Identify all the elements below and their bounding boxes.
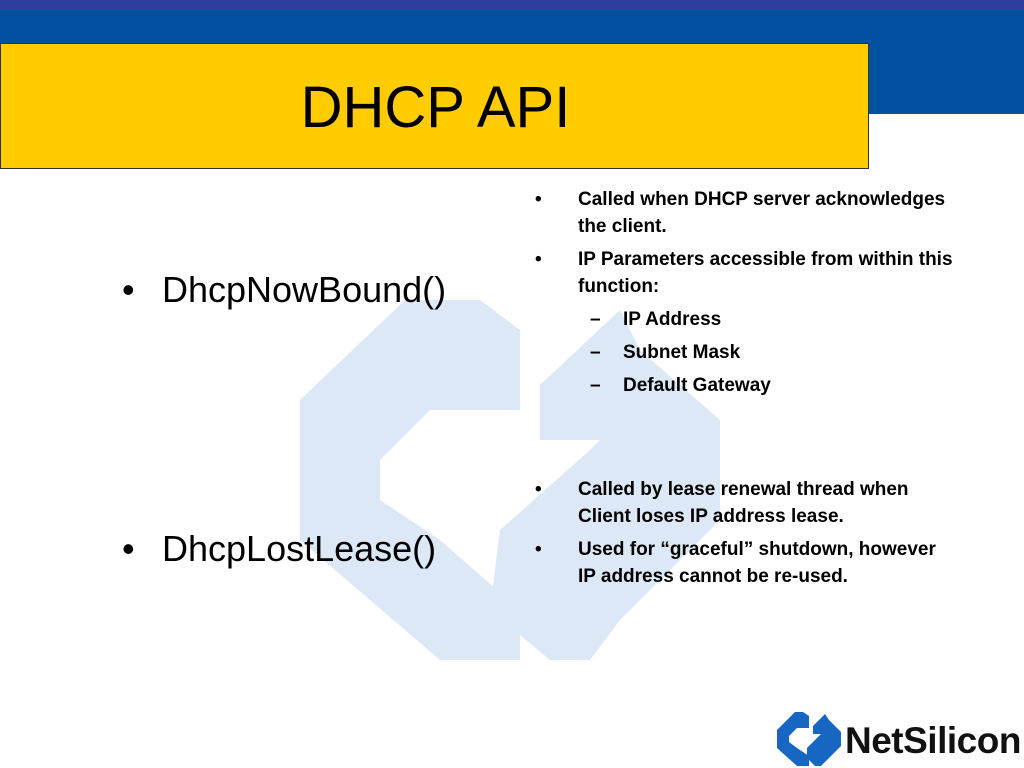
sub-item-text: Default Gateway <box>623 375 771 396</box>
netsilicon-logo-icon <box>777 712 841 766</box>
description-text: Called when DHCP server acknowledges the… <box>578 189 946 237</box>
top-band-thin <box>0 0 1024 9</box>
netsilicon-watermark-icon <box>300 300 720 660</box>
sub-item-text: Subnet Mask <box>623 342 741 363</box>
watermark-left-shape <box>300 300 520 660</box>
sub-item-subnet-mask: – Subnet Mask <box>535 339 955 366</box>
lost-lease-description: • Called by lease renewal thread when Cl… <box>535 476 955 596</box>
bullet-dot: • <box>122 269 135 310</box>
netsilicon-logo: NetSilicon <box>775 708 1021 768</box>
slide-title: DHCP API <box>300 74 571 140</box>
bullet-dot: • <box>535 189 542 210</box>
watermark-right-shape <box>490 310 720 660</box>
logo-text: NetSilicon <box>845 720 1021 761</box>
description-text: IP Parameters accessible from within thi… <box>578 249 953 297</box>
bullet-dot: • <box>535 539 542 560</box>
description-text: Called by lease renewal thread when Clie… <box>578 479 909 527</box>
dash-marker: – <box>590 375 601 396</box>
function-item-lost-lease: • DhcpLostLease() <box>122 528 436 570</box>
description-item: • Used for “graceful” shutdown, however … <box>535 536 955 590</box>
dash-marker: – <box>590 342 601 363</box>
function-name: DhcpNowBound() <box>162 269 447 310</box>
dash-marker: – <box>590 309 601 330</box>
now-bound-description: • Called when DHCP server acknowledges t… <box>535 186 955 405</box>
bullet-dot: • <box>535 249 542 270</box>
sub-item-default-gateway: – Default Gateway <box>535 372 955 399</box>
sub-item-ip-address: – IP Address <box>535 306 955 333</box>
bullet-dot: • <box>535 479 542 500</box>
description-item: • IP Parameters accessible from within t… <box>535 246 955 300</box>
function-item-now-bound: • DhcpNowBound() <box>122 269 446 311</box>
function-name: DhcpLostLease() <box>162 528 437 569</box>
description-item: • Called when DHCP server acknowledges t… <box>535 186 955 240</box>
description-item: • Called by lease renewal thread when Cl… <box>535 476 955 530</box>
description-text: Used for “graceful” shutdown, however IP… <box>578 539 936 587</box>
logo-left-shape <box>777 712 809 766</box>
title-box: DHCP API <box>0 43 869 169</box>
logo-right-shape <box>807 714 841 766</box>
bullet-dot: • <box>122 528 135 569</box>
sub-item-text: IP Address <box>623 309 722 330</box>
